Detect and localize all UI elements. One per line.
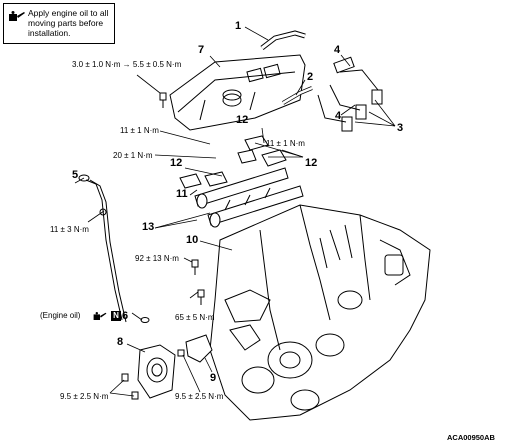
part-number-7: 7 — [198, 44, 205, 56]
torque-label-11b: 11 ± 1 N·m — [266, 139, 305, 148]
part-number-8: 8 — [117, 336, 124, 348]
part-number-13: 13 — [142, 221, 155, 233]
ignition-coils — [317, 56, 383, 132]
part-number-2: 2 — [307, 71, 314, 83]
oil-can-icon — [9, 11, 25, 21]
part-number-9: 9 — [210, 372, 217, 384]
oil-dipstick — [78, 174, 127, 323]
cover-bolt — [159, 92, 167, 108]
part-number-12b: 12 — [170, 157, 183, 169]
part-number-3: 3 — [397, 122, 404, 134]
part-number-6: 6 — [122, 310, 129, 322]
o-ring — [140, 317, 150, 323]
torque-label-cover-bolt: 3.0 ± 1.0 N·m → 5.5 ± 0.5 N·m — [72, 60, 182, 69]
part-number-12c: 12 — [305, 157, 318, 169]
torque-label-20: 20 ± 1 N·m — [113, 151, 153, 160]
rocker-cover — [169, 54, 306, 131]
part-number-4b: 4 — [335, 110, 342, 122]
figure-code: ACA00950AB — [447, 433, 495, 442]
torque-label-11c: 11 ± 3 N·m — [50, 225, 89, 234]
part-8 — [137, 344, 176, 399]
torque-label-11a: 11 ± 1 N·m — [120, 126, 159, 135]
note-text: Apply engine oil to all moving parts bef… — [28, 8, 109, 38]
note-box: Apply engine oil to all moving parts bef… — [3, 3, 115, 44]
part-number-5: 5 — [72, 169, 79, 181]
torque-label-9-5a: 9.5 ± 2.5 N·m — [60, 392, 109, 401]
leader-lines — [74, 26, 396, 397]
part-number-10: 10 — [186, 234, 199, 246]
part-number-4a: 4 — [334, 44, 341, 56]
camshafts — [194, 167, 304, 228]
torque-label-9-5b: 9.5 ± 2.5 N·m — [175, 392, 224, 401]
part-number-12a: 12 — [236, 114, 249, 126]
part-number-1: 1 — [235, 20, 242, 32]
oil-can-icon — [93, 312, 107, 320]
engine-oil-label: (Engine oil) — [40, 311, 81, 320]
n-badge: N — [111, 311, 121, 321]
engine-block — [209, 204, 431, 421]
part-9 — [177, 334, 213, 363]
torque-label-65: 65 ± 5 N·m — [175, 313, 215, 322]
bolts-center — [191, 259, 205, 305]
part-number-11: 11 — [176, 188, 188, 200]
rocker-arms — [179, 135, 287, 189]
torque-label-92: 92 ± 13 N·m — [135, 254, 179, 263]
